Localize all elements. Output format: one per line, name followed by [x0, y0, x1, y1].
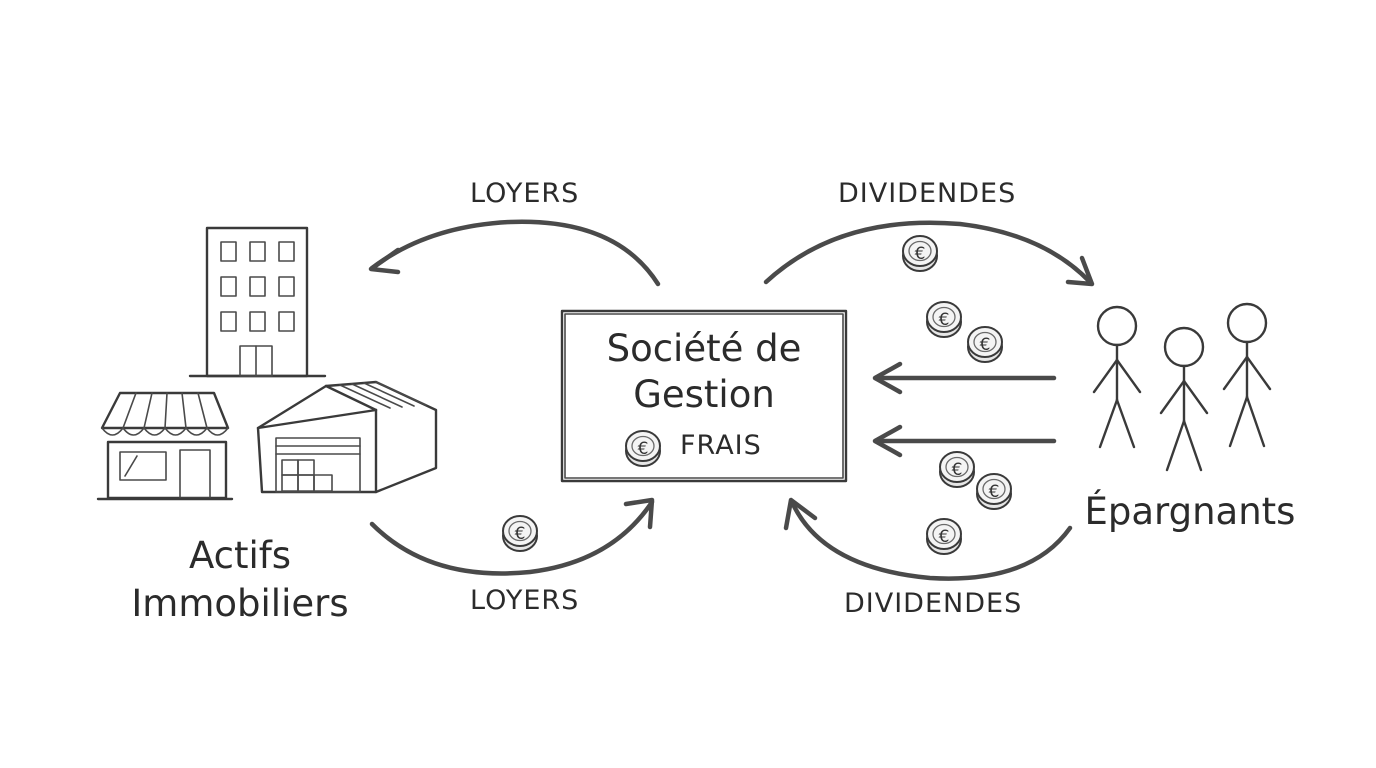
- svg-text:€: €: [638, 439, 649, 459]
- svg-text:€: €: [989, 482, 1000, 502]
- investment-arrow-2: [872, 424, 1057, 458]
- warehouse-icon: [256, 380, 438, 494]
- svg-text:€: €: [980, 335, 991, 355]
- dividends-top-label: DIVIDENDES: [838, 178, 1017, 209]
- management-company-box: [560, 309, 848, 483]
- euro-coin-icon: €: [976, 473, 1012, 510]
- office-building-icon: [188, 226, 327, 378]
- savers-label: Épargnants: [1084, 490, 1296, 533]
- real-estate-assets-label: Actifs Immobiliers: [110, 532, 370, 628]
- fees-label: FRAIS: [680, 430, 762, 461]
- rent-top-arrow: [368, 219, 661, 287]
- management-company-line2: Gestion: [633, 373, 775, 417]
- euro-coin-icon: €: [967, 326, 1003, 363]
- svg-text:€: €: [939, 527, 950, 547]
- svg-text:€: €: [515, 524, 526, 544]
- rent-bottom-arrow: [369, 497, 655, 576]
- real-estate-assets-line2: Immobiliers: [131, 582, 349, 626]
- management-company-line1: Société de: [606, 327, 802, 370]
- dividends-bottom-label: DIVIDENDES: [844, 588, 1023, 619]
- euro-coin-icon: €: [902, 235, 938, 272]
- euro-coin-icon: €: [502, 515, 538, 552]
- euro-coin-icon: €: [625, 430, 661, 467]
- dividends-bottom-arrow: [783, 497, 1073, 581]
- stick-figure-icon: [1222, 302, 1272, 448]
- stick-figure-icon: [1092, 305, 1142, 449]
- investment-arrow-1: [872, 361, 1057, 395]
- euro-coin-icon: €: [939, 451, 975, 488]
- euro-coin-icon: €: [926, 301, 962, 338]
- stick-figure-icon: [1159, 326, 1209, 472]
- svg-text:€: €: [939, 310, 950, 330]
- euro-coin-icon: €: [926, 518, 962, 555]
- svg-text:€: €: [952, 460, 963, 480]
- real-estate-assets-line1: Actifs: [188, 534, 292, 577]
- shop-icon: [96, 391, 234, 501]
- management-company-title: Société de Gestion: [562, 326, 846, 419]
- dividends-top-arrow: [763, 220, 1095, 287]
- rent-top-label: LOYERS: [470, 178, 580, 209]
- svg-text:€: €: [915, 244, 926, 264]
- rent-bottom-label: LOYERS: [470, 585, 580, 616]
